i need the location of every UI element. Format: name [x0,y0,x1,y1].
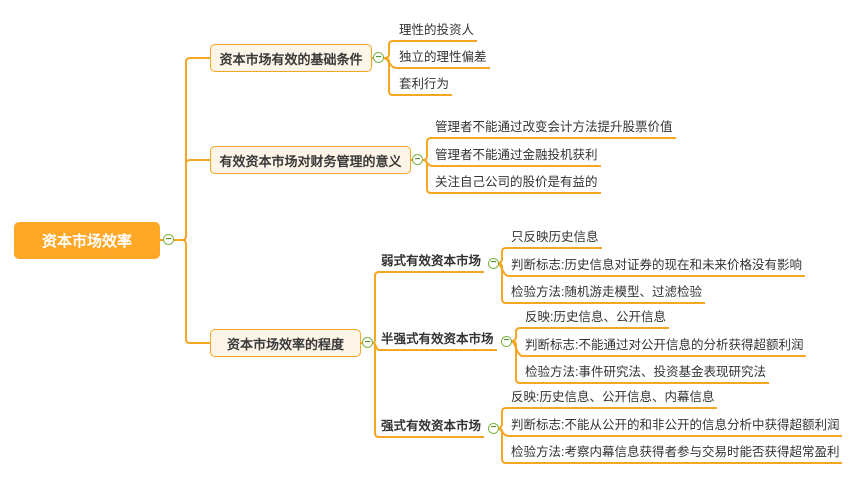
collapse-icon[interactable]: − [488,257,499,269]
subtopic-accounting-methods[interactable]: 管理者不能通过改变会计方法提升股票价值 [432,119,676,139]
subtopic-strong-test-method[interactable]: 检验方法:考察内幕信息获得者参与交易时能否获得超常盈利 [508,444,843,464]
subtopic-label: 弱式有效资本市场 [378,253,484,273]
subtopic-financial-speculation[interactable]: 管理者不能通过金融投机获利 [432,147,601,167]
subtopic-strong-market[interactable]: 强式有效资本市场 − [378,418,499,438]
subtopic-label: 强式有效资本市场 [378,418,484,438]
collapse-icon[interactable]: − [163,234,174,245]
subtopic-semistrong-criterion[interactable]: 判断标志:不能通过对公开信息的分析获得超额利润 [522,337,807,357]
subtopic-weak-reflects[interactable]: 只反映历史信息 [508,229,602,249]
root-topic[interactable]: 资本市场效率 [14,222,160,259]
topic-efficiency-degrees[interactable]: 资本市场效率的程度 [210,329,361,357]
subtopic-label: 半强式有效资本市场 [378,331,497,351]
subtopic-weak-market[interactable]: 弱式有效资本市场 − [378,253,499,273]
collapse-icon[interactable]: − [373,52,384,63]
collapse-icon[interactable]: − [488,422,499,434]
subtopic-semistrong-market[interactable]: 半强式有效资本市场 − [378,331,512,351]
subtopic-rational-investors[interactable]: 理性的投资人 [396,22,478,42]
subtopic-strong-reflects[interactable]: 反映:历史信息、公开信息、内幕信息 [508,389,718,409]
collapse-icon[interactable]: − [362,337,373,348]
subtopic-weak-test-method[interactable]: 检验方法:随机游走模型、过滤检验 [508,284,705,304]
subtopic-strong-criterion[interactable]: 判断标志:不能从公开的和非公开的信息分析中获得超额利润 [508,417,843,437]
subtopic-independent-deviation[interactable]: 独立的理性偏差 [396,49,490,69]
subtopic-weak-criterion[interactable]: 判断标志:历史信息对证券的现在和未来价格没有影响 [508,257,805,277]
subtopic-semistrong-test-method[interactable]: 检验方法:事件研究法、投资基金表现研究法 [522,364,769,384]
topic-basic-conditions[interactable]: 资本市场有效的基础条件 [210,44,372,72]
subtopic-own-stock-price[interactable]: 关注自己公司的股价是有益的 [432,174,601,194]
collapse-icon[interactable]: − [412,154,423,165]
topic-financial-management-significance[interactable]: 有效资本市场对财务管理的意义 [210,146,411,174]
collapse-icon[interactable]: − [501,335,512,347]
subtopic-semistrong-reflects[interactable]: 反映:历史信息、公开信息 [522,309,669,329]
subtopic-arbitrage[interactable]: 套利行为 [396,76,453,96]
